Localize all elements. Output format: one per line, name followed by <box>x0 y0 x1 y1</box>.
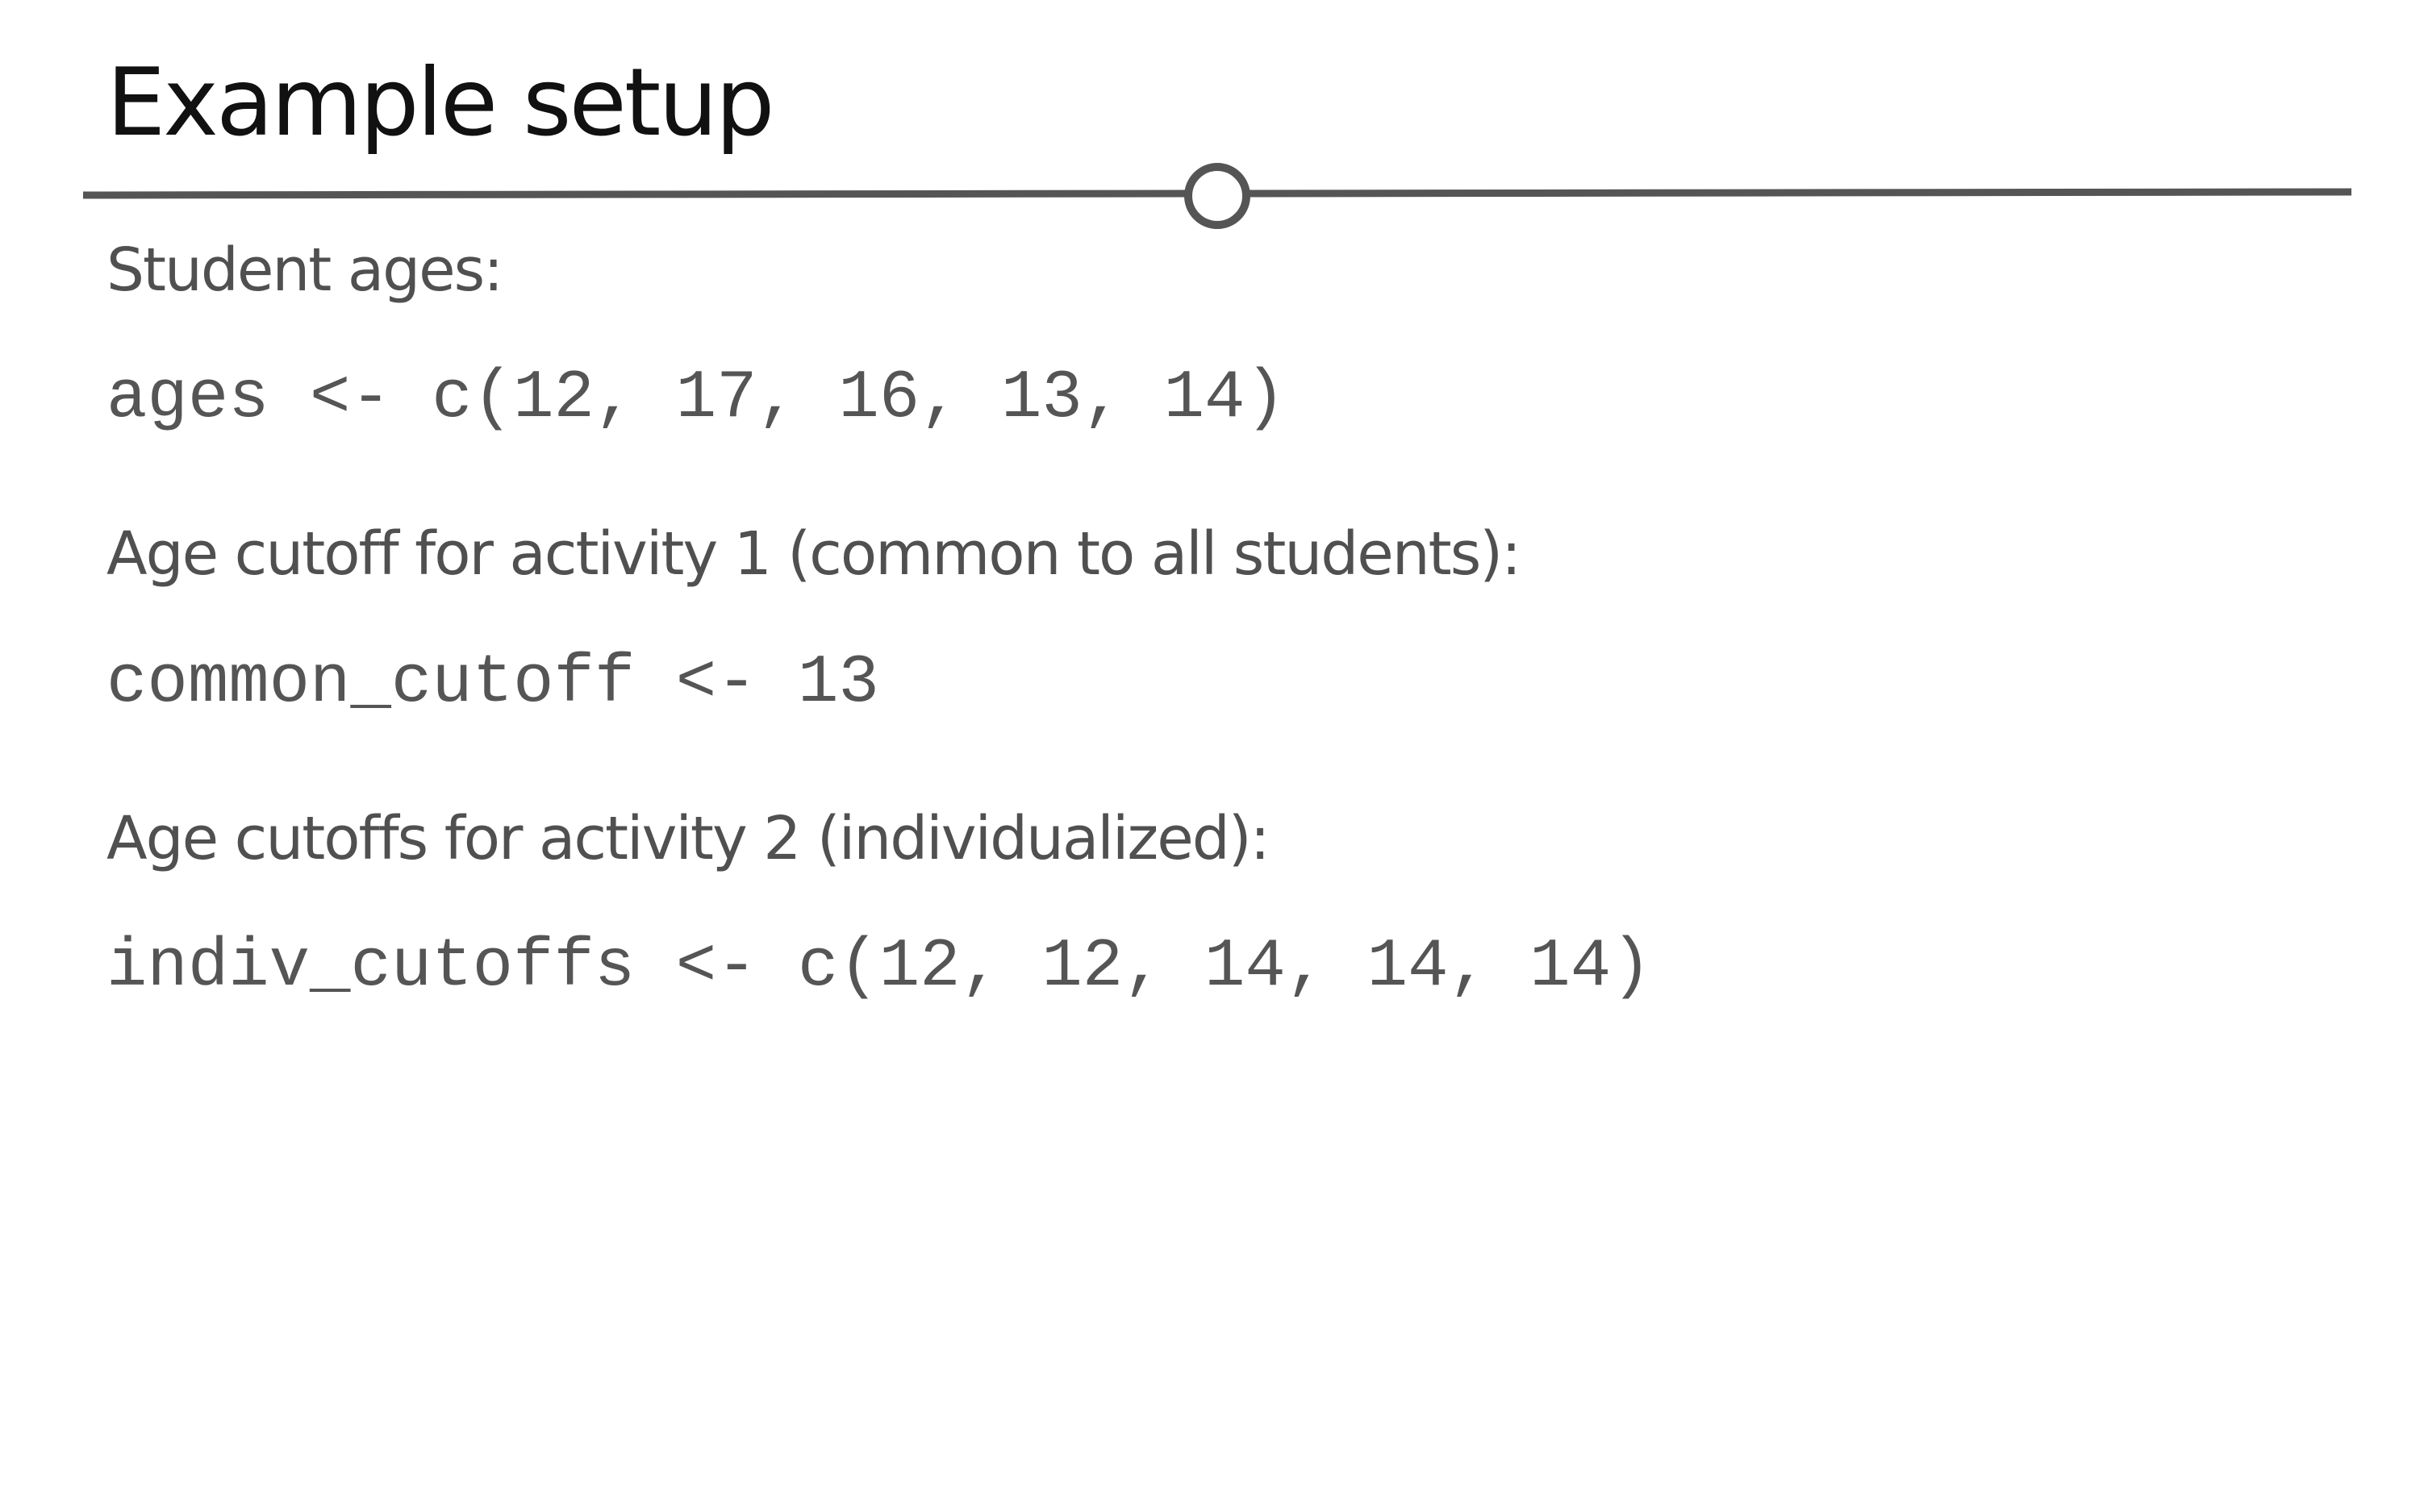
divider-right-line <box>1248 188 2352 198</box>
ages-code-line: ages <- c(12, 17, 16, 13, 14) <box>106 360 1286 437</box>
divider-left-line <box>82 190 1187 199</box>
title-divider <box>82 163 2352 229</box>
student-ages-label: Student ages: <box>106 235 503 305</box>
slide-title: Example setup <box>106 48 775 157</box>
individual-cutoffs-label: Age cutoffs for activity 2 (individualiz… <box>106 804 1270 873</box>
divider-circle-icon <box>1184 163 1250 229</box>
common-cutoff-label: Age cutoff for activity 1 (common to all… <box>106 519 1521 589</box>
common-cutoff-code-line: common_cutoff <- 13 <box>106 645 879 722</box>
individual-cutoffs-code-line: indiv_cutoffs <- c(12, 12, 14, 14, 14) <box>106 929 1652 1006</box>
